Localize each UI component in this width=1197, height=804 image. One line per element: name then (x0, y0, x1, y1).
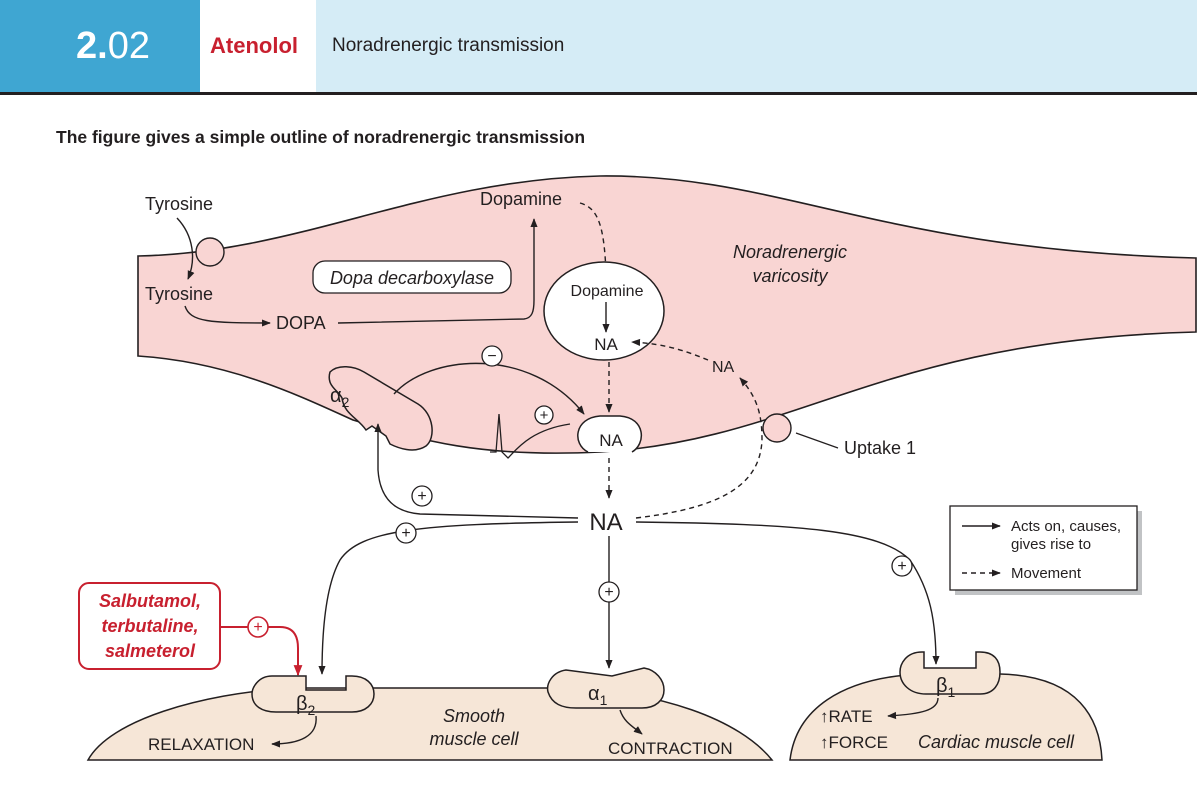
beta2-receptor (251, 675, 375, 713)
tyrosine-transporter (195, 237, 225, 267)
svg-text:−: − (487, 348, 496, 365)
na-to-alpha2-arrow (374, 423, 579, 519)
svg-text:+: + (417, 488, 426, 505)
legend: Acts on, causes, gives rise to Movement (949, 505, 1142, 595)
beta2-to-relaxation-arrow (271, 715, 317, 748)
uptake1-transporter (762, 413, 792, 443)
reuptake-na: NA (712, 359, 735, 376)
synaptic-na: NA (589, 509, 622, 536)
legend-movement: Movement (1011, 565, 1082, 582)
uptake1-label: Uptake 1 (844, 438, 916, 458)
na-to-beta1-arrow (635, 521, 940, 665)
agonist-line2: terbutaline, (101, 616, 198, 636)
force-label: ↑FORCE (820, 733, 888, 752)
beta1-receptor (899, 651, 1001, 695)
drug-name: Atenolol (210, 33, 298, 58)
relaxation-label: RELAXATION (148, 735, 254, 754)
dopa-label: DOPA (276, 313, 326, 333)
varicosity-label-line1: Noradrenergic (733, 242, 847, 262)
tyrosine-to-dopa-arrow (184, 305, 271, 327)
alpha1-receptor (546, 667, 665, 709)
tyrosine-uptake-arrow (176, 217, 195, 280)
uptake1-leader (795, 432, 839, 449)
header-rule (0, 92, 1197, 95)
drug-name-box: Atenolol (200, 0, 316, 92)
vesicle-na: NA (594, 335, 618, 354)
svg-text:+: + (604, 584, 613, 601)
smooth-muscle-label-line1: Smooth (443, 706, 505, 726)
varicosity-body (137, 175, 1197, 454)
legend-acts-line2: gives rise to (1011, 536, 1091, 553)
tyrosine-inside: Tyrosine (145, 284, 213, 304)
svg-text:+: + (897, 558, 906, 575)
svg-text:+: + (540, 407, 549, 424)
beta1-plus: + (891, 555, 913, 577)
topic-box: Noradrenergic transmission (316, 0, 1197, 92)
alpha2-inhibition-arrow (393, 362, 585, 415)
contraction-label: CONTRACTION (608, 739, 733, 758)
dopa-to-dopamine-arrow (337, 218, 538, 324)
alpha2-plus: + (411, 485, 433, 507)
release-vesicle (577, 415, 643, 453)
legend-acts-line1: Acts on, causes, (1011, 518, 1121, 535)
storage-vesicle (543, 261, 665, 361)
beta2-plus: + (395, 522, 417, 544)
beta1-to-rate-arrow (887, 697, 939, 720)
alpha2-receptor (328, 366, 433, 451)
dopamine-into-vesicle-arrow (579, 202, 610, 273)
tyrosine-outside: Tyrosine (145, 194, 213, 214)
released-na: NA (599, 431, 623, 450)
action-potential-plus: + (534, 405, 554, 425)
reuptake-dashed-arrow (635, 377, 763, 519)
topic-title: Noradrenergic transmission (332, 35, 565, 56)
chapter-number-box: 2.02 (0, 0, 200, 92)
vesicle-dopamine: Dopamine (571, 283, 644, 300)
dopamine-cytoplasm: Dopamine (480, 189, 562, 209)
action-potential-trace (490, 413, 571, 459)
alpha1-plus: + (598, 581, 620, 603)
enzyme-label: Dopa decarboxylase (330, 268, 494, 288)
svg-text:+: + (253, 619, 262, 636)
alpha1-to-contraction-arrow (619, 709, 643, 735)
varicosity-label-line2: varicosity (752, 266, 828, 286)
chapter-number-major: 2. (76, 24, 108, 67)
agonist-to-beta2-arrow (220, 626, 303, 677)
agonist-line1: Salbutamol, (99, 591, 201, 611)
agonist-plus: + (247, 616, 269, 638)
chapter-number-minor: 02 (107, 24, 150, 67)
smooth-muscle-label-line2: muscle cell (429, 729, 519, 749)
svg-text:+: + (401, 525, 410, 542)
rate-label: ↑RATE (820, 707, 873, 726)
na-to-beta2-arrow (318, 521, 579, 675)
cardiac-label: Cardiac muscle cell (918, 732, 1075, 752)
intro-text: The figure gives a simple outline of nor… (56, 127, 585, 147)
agonist-line3: salmeterol (105, 641, 196, 661)
alpha2-minus: − (481, 345, 503, 367)
enzyme-box (312, 260, 512, 294)
